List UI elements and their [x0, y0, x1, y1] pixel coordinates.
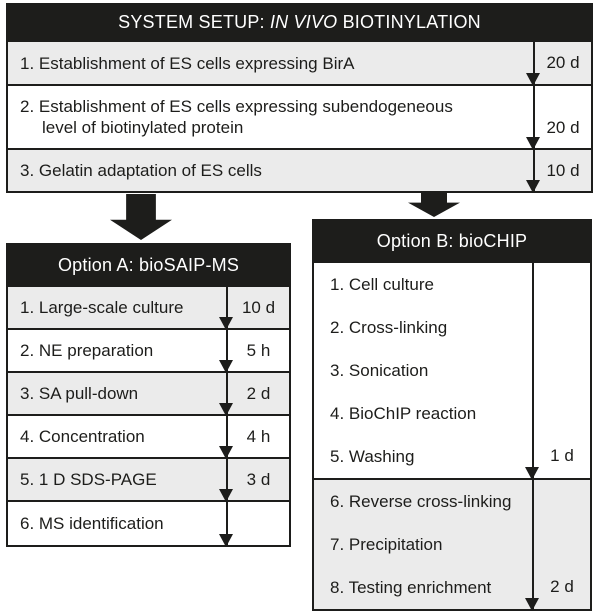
section-steps: 1. Cell culture 2. Cross-linking 3. Soni… [314, 263, 532, 478]
step-text: 6. MS identification [20, 514, 164, 533]
table-row: 1. Establishment of ES cells expressing … [8, 42, 591, 86]
duration-text: 2 d [550, 577, 574, 596]
option-a-panel: Option A: bioSAIP-MS 1. Large-scale cult… [6, 243, 291, 547]
step-text: 4. Concentration [20, 427, 145, 446]
down-arrowhead-icon [526, 180, 540, 193]
option-b-section-1: 1. Cell culture 2. Cross-linking 3. Soni… [314, 263, 590, 480]
down-arrowhead-icon [219, 446, 233, 459]
step-text: 4. BioChIP reaction [330, 403, 477, 423]
step-label: 3. SA pull-down [8, 373, 226, 414]
down-block-arrow-icon [110, 194, 172, 240]
down-arrowhead-icon [219, 489, 233, 502]
step-text: 5. Washing [330, 446, 415, 466]
option-a-title: Option A: bioSAIP-MS [8, 245, 289, 287]
duration-cell: 4 h [219, 416, 289, 459]
step-label: 5. 1 D SDS-PAGE [8, 459, 226, 500]
duration-text: 20 d [546, 118, 580, 137]
duration-text: 20 d [546, 53, 580, 72]
duration-text: 5 h [246, 340, 271, 360]
table-row: 4. Concentration 4 h [8, 416, 289, 459]
step-label: 1. Large-scale culture [8, 287, 226, 328]
step-text: 1. Large-scale culture [20, 298, 184, 317]
step-label: 2. Establishment of ES cells expressing … [8, 86, 533, 148]
duration-cell: 10 d [219, 287, 289, 330]
duration-text: 4 h [246, 426, 271, 446]
step-text: 3. Sonication [330, 360, 429, 380]
duration-cell: 3 d [219, 459, 289, 502]
table-row: 1. Large-scale culture 10 d [8, 287, 289, 330]
step-label: 3. Gelatin adaptation of ES cells [8, 150, 533, 191]
duration-cell: 5 h [219, 330, 289, 373]
table-row: 6. MS identification [8, 502, 289, 547]
table-row: 5. 1 D SDS-PAGE 3 d [8, 459, 289, 502]
option-b-panel: Option B: bioCHIP 1. Cell culture 2. Cro… [312, 219, 592, 611]
option-b-section-2: 6. Reverse cross-linking 7. Precipitatio… [314, 480, 590, 611]
step-text: 3. SA pull-down [20, 384, 139, 403]
table-row: 3. SA pull-down 2 d [8, 373, 289, 416]
title-italic: IN VIVO [269, 12, 338, 32]
step-text: 1. Establishment of ES cells expressing … [20, 53, 355, 73]
table-row: 3. Gelatin adaptation of ES cells 10 d [8, 150, 591, 193]
duration-cell: 2 d [219, 373, 289, 416]
step-text: 8. Testing enrichment [330, 577, 492, 597]
duration-text: 10 d [241, 297, 276, 317]
table-row: 2. NE preparation 5 h [8, 330, 289, 373]
duration-text: 10 d [546, 160, 580, 180]
down-arrowhead-icon [219, 360, 233, 373]
down-arrowhead-icon [219, 403, 233, 416]
system-setup-table: SYSTEM SETUP: IN VIVO BIOTINYLATION 1. E… [6, 3, 593, 193]
down-arrowhead-icon [525, 598, 539, 611]
step-text: 1. Cell culture [330, 274, 434, 294]
step-label: 1. Establishment of ES cells expressing … [8, 42, 533, 84]
option-b-title: Option B: bioCHIP [314, 221, 590, 263]
step-text: 7. Precipitation [330, 534, 443, 554]
duration-cell: 20 d [526, 42, 591, 86]
step-label: 2. NE preparation [8, 330, 226, 371]
step-label: 6. MS identification [8, 502, 226, 545]
down-arrowhead-icon [526, 73, 540, 86]
step-text: 3. Gelatin adaptation of ES cells [20, 161, 262, 180]
duration-cell: 2 d [525, 480, 590, 611]
duration-text: 3 d [246, 469, 271, 489]
duration-cell [219, 502, 289, 547]
down-arrowhead-icon [525, 467, 539, 480]
system-setup-title: SYSTEM SETUP: IN VIVO BIOTINYLATION [8, 5, 591, 42]
down-arrowhead-icon [526, 137, 540, 150]
step-label: 4. Concentration [8, 416, 226, 457]
down-arrowhead-icon [219, 534, 233, 547]
table-row: 2. Establishment of ES cells expressing … [8, 86, 591, 150]
title-suffix: BIOTINYLATION [337, 12, 481, 32]
step-text: 2. Establishment of ES cells expressing … [20, 97, 453, 137]
step-text: 2. Cross-linking [330, 317, 448, 337]
title-prefix: SYSTEM SETUP: [118, 12, 270, 32]
step-text: 2. NE preparation [20, 341, 154, 360]
section-steps: 6. Reverse cross-linking 7. Precipitatio… [314, 480, 532, 609]
down-block-arrow-icon [408, 193, 460, 217]
duration-cell: 20 d [526, 86, 591, 150]
step-text: 5. 1 D SDS-PAGE [20, 470, 157, 489]
step-text: 6. Reverse cross-linking [330, 491, 512, 511]
duration-text: 2 d [246, 383, 271, 403]
duration-text: 1 d [550, 446, 574, 465]
duration-cell: 10 d [526, 150, 591, 193]
down-arrowhead-icon [219, 317, 233, 330]
duration-cell: 1 d [525, 263, 590, 480]
